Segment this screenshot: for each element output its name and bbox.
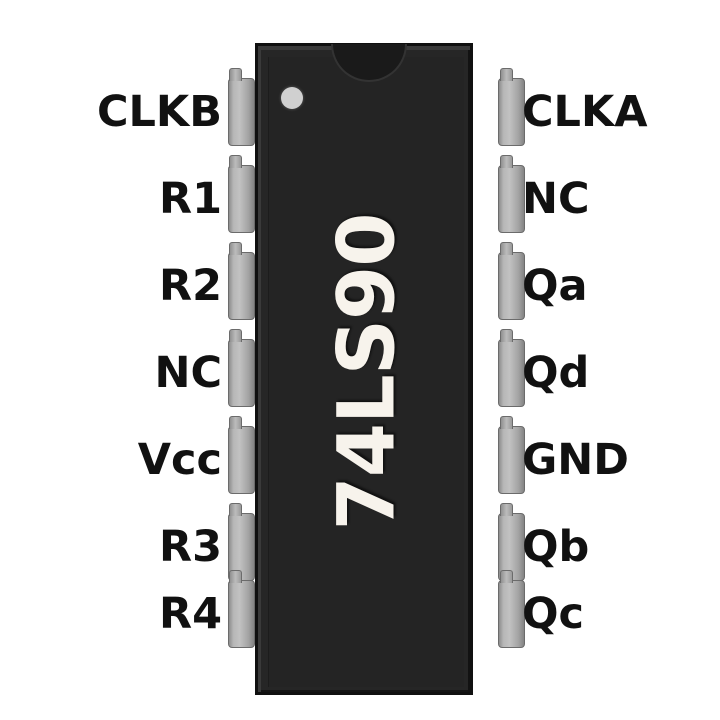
pin-label-qb: Qb [522,522,590,572]
lead-pin-1[interactable] [228,68,255,146]
lead-pin-5[interactable] [228,416,255,494]
pin-label-vcc: Vcc [137,435,222,485]
pin-label-clka: CLKA [522,87,648,137]
lead-pin-13[interactable] [498,155,525,233]
pin-label-qc: Qc [522,589,585,639]
pin-label-r2: R2 [158,261,222,311]
pin-label-qa: Qa [522,261,588,311]
lead-pin-2[interactable] [228,155,255,233]
lead-pin-11[interactable] [498,329,525,407]
pin-label-qd: Qd [522,348,590,398]
right-lead-column [468,0,528,720]
left-lead-column [225,0,285,720]
pin-label-gnd: GND [522,435,629,485]
pin-label-r3: R3 [158,522,222,572]
lead-pin-3[interactable] [228,242,255,320]
lead-pin-12[interactable] [498,242,525,320]
ic-body: 74LS90 [255,43,473,695]
lead-pin-9[interactable] [498,503,525,581]
pin-label-clkb: CLKB [96,87,222,137]
pin-label-r1: R1 [158,174,222,224]
pin-label-nc-right: NC [522,174,590,224]
lead-pin-10[interactable] [498,416,525,494]
pin1-indicator-dot-icon [281,87,303,109]
pin-label-r4: R4 [158,589,222,639]
lead-pin-7[interactable] [228,570,255,648]
lead-pin-14[interactable] [498,68,525,146]
ic-body-inner-surface [268,57,464,687]
lead-pin-4[interactable] [228,329,255,407]
pin-label-nc-left: NC [154,348,222,398]
lead-pin-8[interactable] [498,570,525,648]
